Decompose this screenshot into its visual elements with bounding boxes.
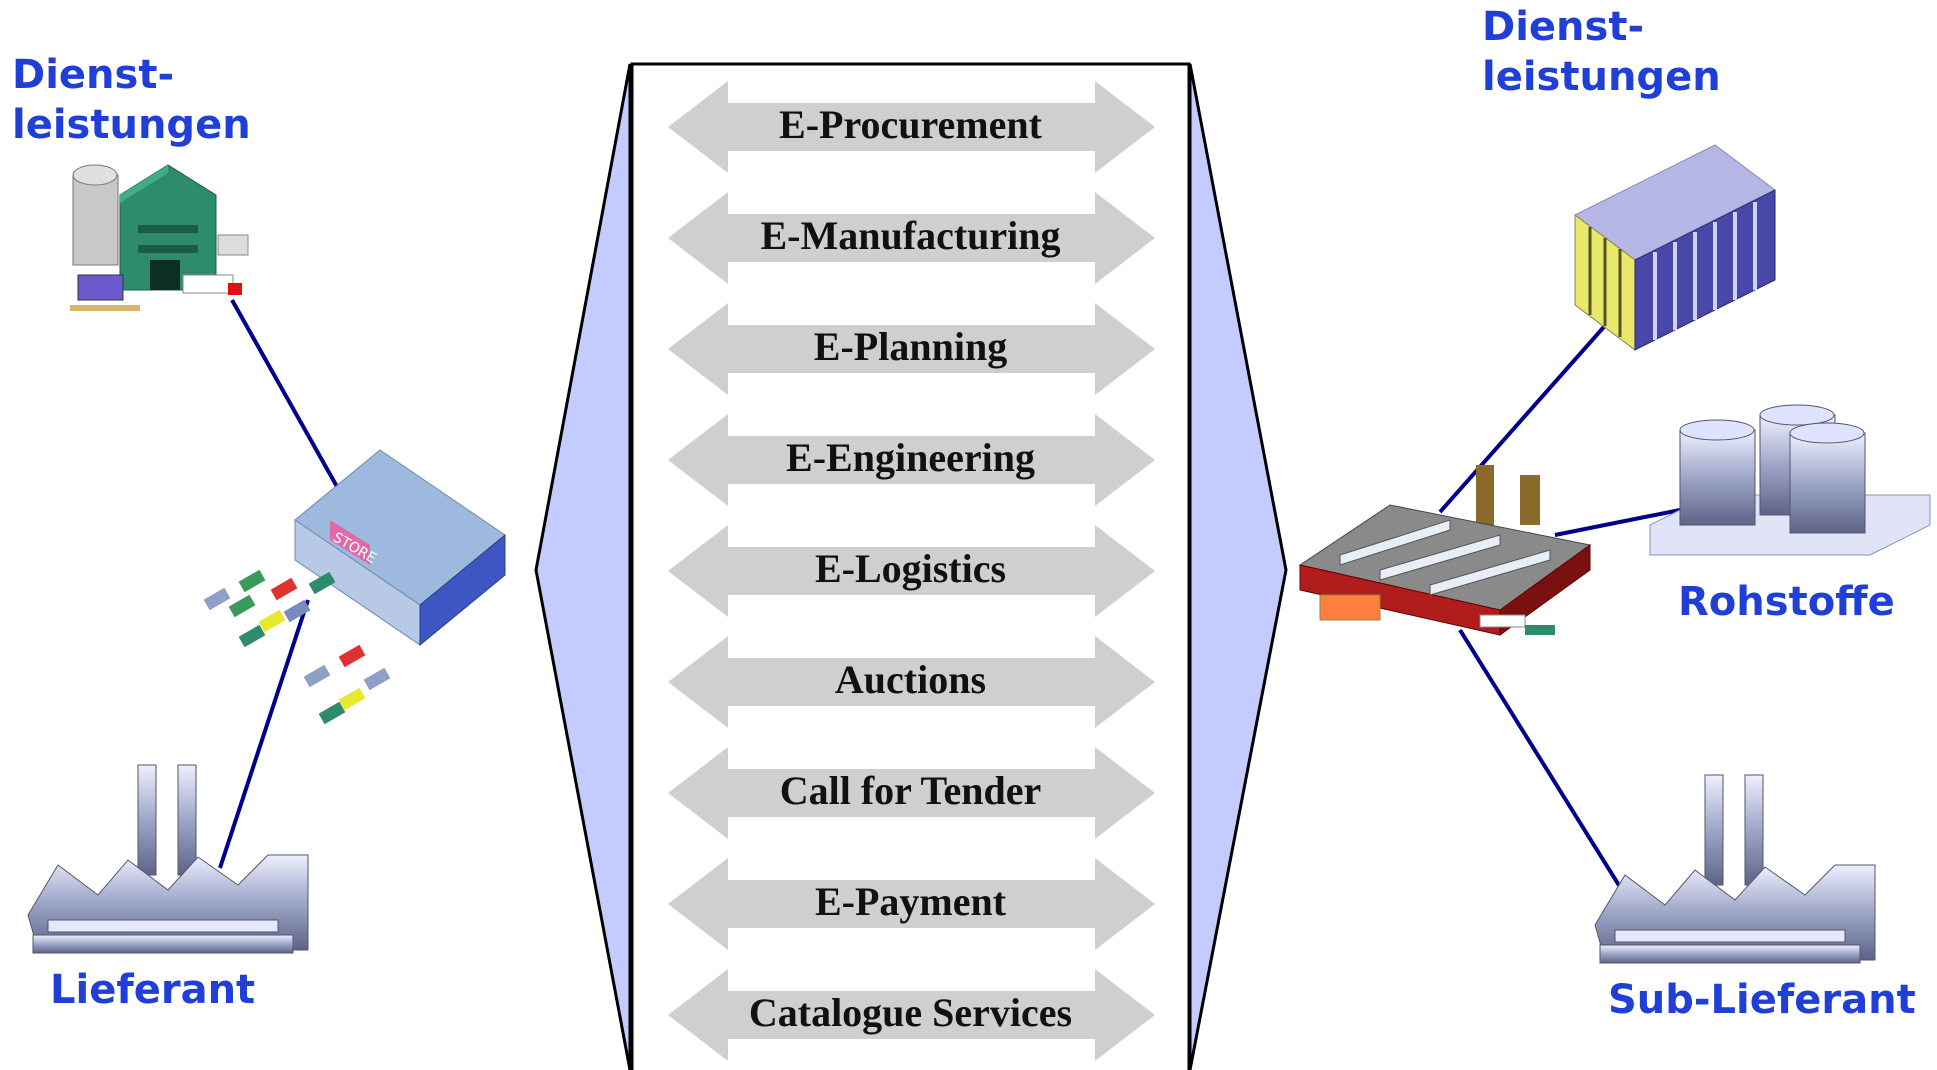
right-sub-label: Sub-Lieferant (1608, 977, 1916, 1023)
service-label: E-Engineering (786, 435, 1035, 480)
service-label: E-Logistics (814, 546, 1007, 591)
line-factory-sublieferant (1458, 628, 1627, 897)
left-top-label-line2: leistungen (12, 102, 251, 148)
container-icon (1574, 144, 1776, 351)
warehouse-icon (70, 164, 249, 311)
barrels-icon (1649, 404, 1931, 556)
service-arrow (668, 747, 1155, 839)
line-factory-container (1438, 318, 1612, 514)
service-label: E-Procurement (779, 102, 1042, 147)
panel-right-wedge (1188, 63, 1288, 1070)
line-factory-barrels (1554, 506, 1691, 537)
service-arrow (668, 636, 1155, 728)
service-arrows (668, 81, 1155, 1061)
service-label: E-Planning (813, 324, 1008, 369)
service-label: E-Payment (814, 879, 1007, 924)
left-top-label-line1: Dienst- (12, 52, 175, 98)
store-icon: STORE (203, 449, 506, 725)
service-arrow (668, 414, 1155, 506)
service-arrow (668, 192, 1155, 284)
connector-lines (218, 299, 1691, 897)
right-top-label-line1: Dienst- (1482, 4, 1645, 50)
service-label: E-Manufacturing (760, 213, 1061, 258)
line-warehouse-store (230, 299, 342, 493)
line-store-lieferant (218, 599, 310, 869)
service-arrow (668, 969, 1155, 1061)
service-arrow (668, 303, 1155, 395)
right-raw-label: Rohstoffe (1678, 579, 1895, 625)
service-arrow (668, 81, 1155, 173)
service-label: Call for Tender (779, 768, 1042, 813)
service-arrow (668, 858, 1155, 950)
service-label: Catalogue Services (748, 990, 1073, 1035)
factory-icon-right (1594, 774, 1876, 964)
right-top-label-line2: leistungen (1482, 54, 1721, 100)
left-bottom-label: Lieferant (50, 967, 256, 1013)
panel-left-wedge (534, 63, 632, 1070)
service-arrow (668, 525, 1155, 617)
main-factory-icon (1298, 465, 1592, 636)
factory-icon (27, 764, 309, 954)
service-label: Auctions (834, 657, 987, 702)
